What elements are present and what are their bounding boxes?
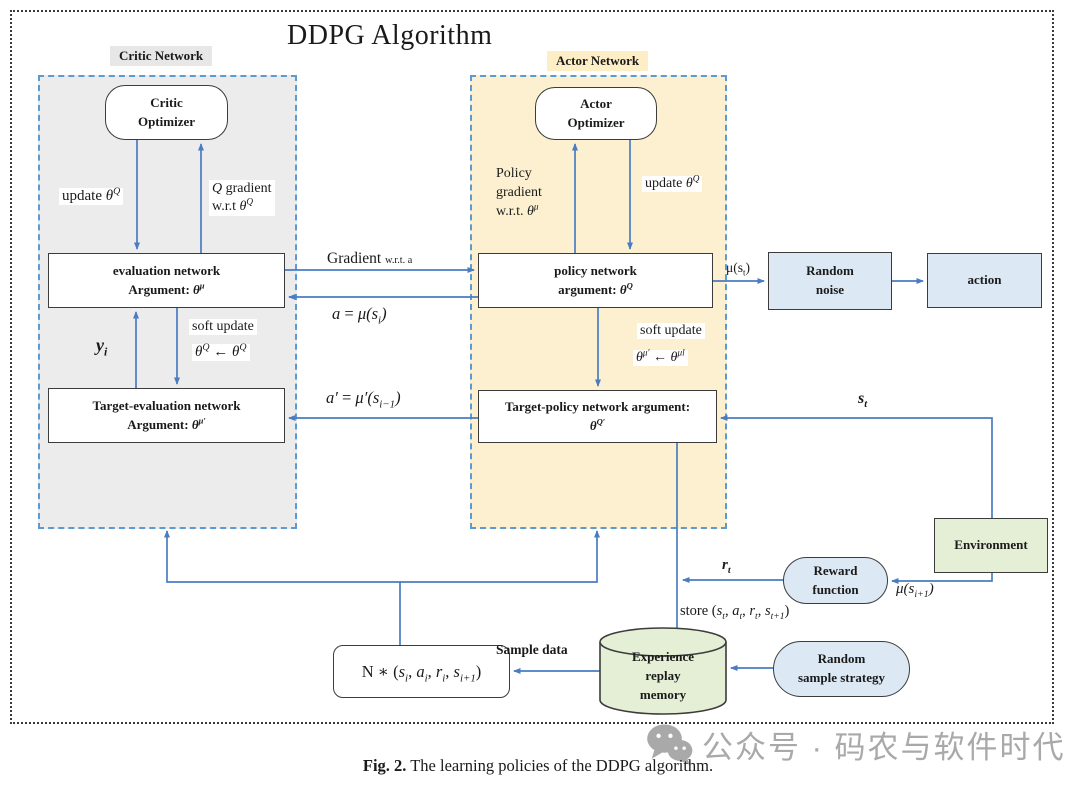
critic-soft-update-label: soft update <box>189 319 257 335</box>
evaluation-network-node: evaluation network Argument: θμ <box>48 253 285 308</box>
rt-label: rt <box>722 557 731 576</box>
figure-caption: Fig. 2. The learning policies of the DDP… <box>0 756 1076 776</box>
caption-prefix: Fig. 2. <box>362 756 407 775</box>
st-label: st <box>858 390 868 411</box>
evaluation-network-line2: Argument: θμ <box>128 280 205 297</box>
q-gradient-label: Q gradient w.r.t θQ <box>209 180 275 217</box>
actor-optimizer-node: Actor Optimizer <box>535 87 657 140</box>
sampled-batch-expr: N ∗ (si, ai, ri, si+1) <box>361 661 482 684</box>
a-prime-label: a′ = μ′(si−1) <box>326 388 401 411</box>
target-policy-line2: θQ′ <box>589 416 606 433</box>
environment-node: Environment <box>934 518 1048 573</box>
critic-optimizer-node: Critic Optimizer <box>105 85 228 140</box>
sampled-batch-node: N ∗ (si, ai, ri, si+1) <box>333 645 510 698</box>
wechat-icon <box>647 723 693 765</box>
actor-optimizer-line1: Actor <box>580 95 612 111</box>
target-evaluation-line1: Target-evaluation network <box>92 397 241 413</box>
actor-update-label: update θQ <box>642 174 703 192</box>
experience-replay-memory-label: Experience replay memory <box>600 648 726 705</box>
yi-label: yi <box>96 335 108 359</box>
policy-gradient-label: Policy gradient w.r.t. θμ <box>496 165 542 222</box>
action-label: action <box>967 272 1002 288</box>
mu-si1-label: μ(si+1) <box>896 581 934 600</box>
mu-st-label: μ(st) <box>726 260 750 278</box>
reward-line2: function <box>812 581 859 597</box>
random-noise-line2: noise <box>815 282 845 297</box>
random-noise-line1: Random <box>806 263 854 279</box>
random-sample-strategy-node: Random sample strategy <box>773 641 910 697</box>
target-evaluation-line2: Argument: θμ′ <box>127 415 206 432</box>
critic-soft-update-eq: θQ ← θQ <box>192 343 250 361</box>
actor-network-label: Actor Network <box>547 51 649 71</box>
target-evaluation-network-node: Target-evaluation network Argument: θμ′ <box>48 388 285 443</box>
target-policy-network-node: Target-policy network argument: θQ′ <box>478 390 717 443</box>
q-gradient-line2: w.r.t θQ <box>212 196 254 215</box>
policy-gradient-line3: w.r.t. θμ <box>496 201 539 219</box>
critic-network-label: Critic Network <box>110 46 213 66</box>
random-noise-node: Random noise <box>768 252 892 310</box>
policy-gradient-line2: gradient <box>496 184 542 200</box>
policy-gradient-line1: Policy <box>496 166 532 181</box>
replay-line2: replay <box>645 667 681 683</box>
critic-optimizer-line2: Optimizer <box>137 113 196 129</box>
caption-text: The learning policies of the DDPG algori… <box>406 756 714 775</box>
actor-soft-update-label: soft update <box>637 323 705 339</box>
actor-soft-update-eq: θμ′ ← θμl <box>633 348 688 366</box>
policy-network-line2: argument: θQ <box>558 280 633 297</box>
random-sample-line1: Random <box>817 651 866 667</box>
reward-function-node: Reward function <box>783 557 888 604</box>
store-tuple-label: store (st, at, rt, st+1) <box>680 603 790 622</box>
reward-line1: Reward <box>813 562 858 578</box>
replay-line3: memory <box>639 686 687 702</box>
critic-update-label: update θQ <box>59 187 124 205</box>
evaluation-network-line1: evaluation network <box>112 262 221 278</box>
action-node: action <box>927 253 1042 308</box>
target-policy-line1: Target-policy network argument: <box>504 398 691 414</box>
outer-dotted-frame <box>10 10 1054 724</box>
replay-line1: Experience <box>631 649 695 664</box>
gradient-wrt-a-label: Gradient w.r.t. a <box>327 250 413 267</box>
policy-network-node: policy network argument: θQ <box>478 253 713 308</box>
critic-optimizer-line1: Critic <box>150 94 183 110</box>
diagram-title: DDPG Algorithm <box>287 20 493 51</box>
q-gradient-line1: Q gradient <box>212 181 272 196</box>
policy-network-line1: policy network <box>554 262 637 278</box>
environment-label: Environment <box>954 537 1028 553</box>
watermark-text: 公众号 · 码农与软件时代 <box>702 730 1066 765</box>
watermark: 公众号 · 码农与软件时代 <box>646 722 1066 767</box>
actor-optimizer-line2: Optimizer <box>567 114 625 130</box>
random-sample-line2: sample strategy <box>797 670 885 685</box>
a-equals-mu-label: a = μ(si) <box>332 304 387 327</box>
sample-data-label: Sample data <box>496 642 568 657</box>
